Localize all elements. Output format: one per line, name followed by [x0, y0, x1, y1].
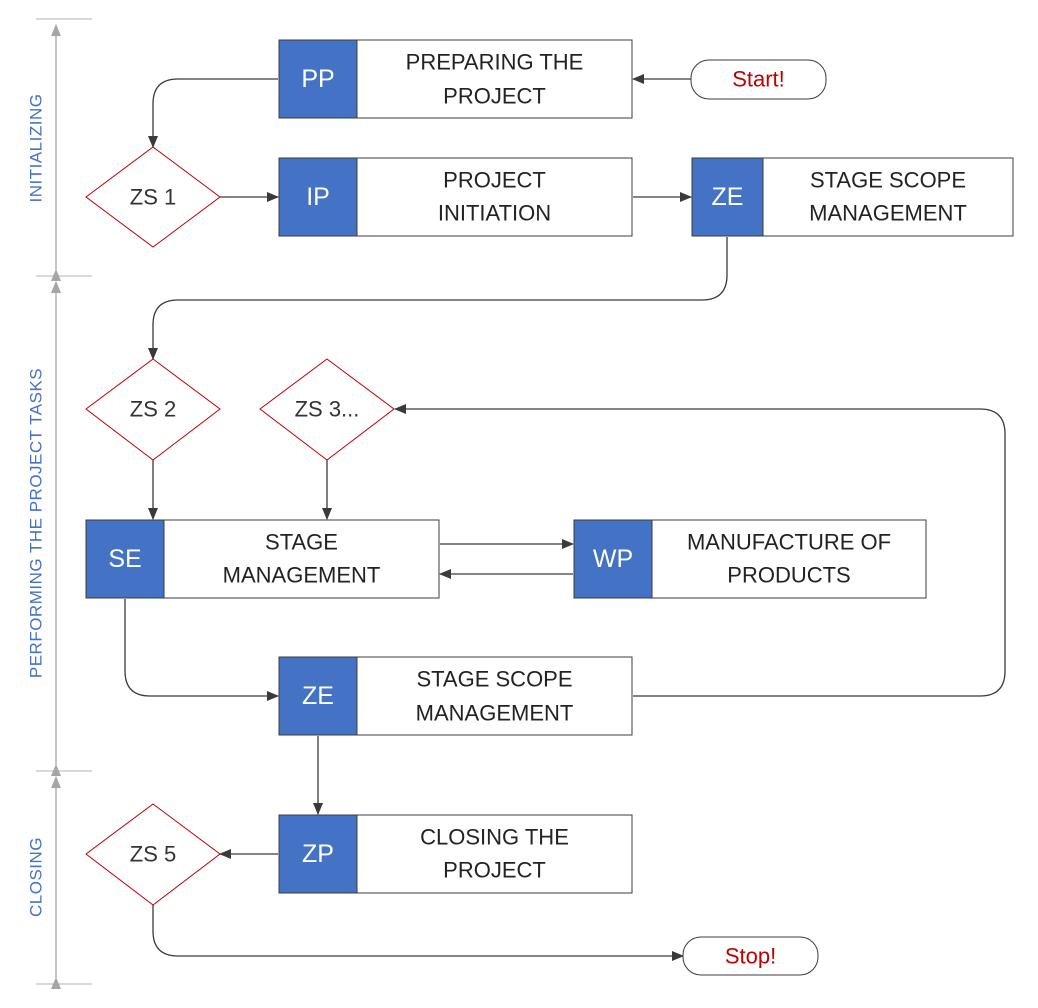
connector-ze2-to-zs3 [394, 404, 1006, 697]
process-code-box [278, 814, 358, 894]
process-title-line-2: MANAGEMENT [809, 201, 967, 226]
decision-label: ZS 5 [130, 842, 176, 867]
connector-pp-to-zs1 [148, 78, 278, 148]
process-ip[interactable]: IP PROJECT INITIATION [278, 157, 633, 237]
process-pp[interactable]: PP PREPARING THE PROJECT [278, 39, 633, 119]
phase-label-initializing: INITIALIZING [27, 94, 46, 203]
process-title-line-1: MANUFACTURE OF [687, 530, 891, 555]
decision-label: ZS 3... [295, 397, 360, 422]
process-ze-1[interactable]: ZE STAGE SCOPE MANAGEMENT [691, 157, 1014, 237]
process-code: PP [301, 65, 334, 93]
process-title-line-1: STAGE SCOPE [416, 667, 572, 692]
process-title-line-1: PROJECT [443, 168, 546, 193]
connectors [124, 74, 1006, 961]
decision-zs5[interactable]: ZS 5 [85, 803, 221, 906]
process-code-box [278, 157, 358, 237]
process-code: ZE [302, 682, 334, 710]
decision-zs3[interactable]: ZS 3... [259, 358, 395, 461]
process-title-line-2: INITIATION [438, 201, 551, 226]
phase-label-closing: CLOSING [27, 837, 46, 917]
process-code-box [573, 519, 653, 599]
process-title-line-2: PRODUCTS [727, 563, 850, 588]
process-title-line-2: MANAGEMENT [223, 563, 381, 588]
terminal-label: Stop! [725, 944, 776, 969]
process-title-line-1: STAGE SCOPE [810, 168, 966, 193]
phase-label-performing: PERFORMING THE PROJECT TASKS [27, 368, 46, 678]
process-zp[interactable]: ZP CLOSING THE PROJECT [278, 814, 633, 894]
decision-zs1[interactable]: ZS 1 [85, 146, 221, 248]
process-wp[interactable]: WP MANUFACTURE OF PRODUCTS [573, 519, 927, 599]
connector-se-to-ze2 [124, 599, 279, 701]
process-title-line-1: CLOSING THE [420, 825, 569, 850]
process-code: ZP [302, 840, 334, 868]
process-title-line-1: PREPARING THE [406, 50, 584, 75]
phase-band: INITIALIZING PERFORMING THE PROJECT TASK… [27, 18, 92, 989]
connector-zs5-to-stop [152, 905, 684, 961]
process-title-line-1: STAGE [265, 530, 338, 555]
process-title-line-2: PROJECT [443, 84, 546, 109]
process-title-line-2: PROJECT [443, 858, 546, 883]
process-code: SE [108, 545, 141, 573]
process-code-box [691, 157, 764, 237]
process-code: WP [593, 545, 633, 573]
terminal-start[interactable]: Start! [690, 59, 827, 100]
process-title-line-2: MANAGEMENT [416, 701, 574, 726]
decision-zs2[interactable]: ZS 2 [85, 358, 221, 461]
terminal-label: Start! [732, 67, 785, 92]
process-se[interactable]: SE STAGE MANAGEMENT [85, 519, 440, 599]
process-code-box [85, 519, 165, 599]
decision-label: ZS 1 [130, 185, 176, 210]
process-code: IP [306, 183, 330, 211]
process-code: ZE [712, 183, 744, 211]
process-code-box [278, 39, 358, 119]
terminal-stop[interactable]: Stop! [682, 936, 819, 976]
process-ze-2[interactable]: ZE STAGE SCOPE MANAGEMENT [278, 656, 633, 736]
process-code-box [278, 656, 358, 736]
decision-label: ZS 2 [130, 397, 176, 422]
connector-ze1-to-zs2 [148, 237, 728, 360]
